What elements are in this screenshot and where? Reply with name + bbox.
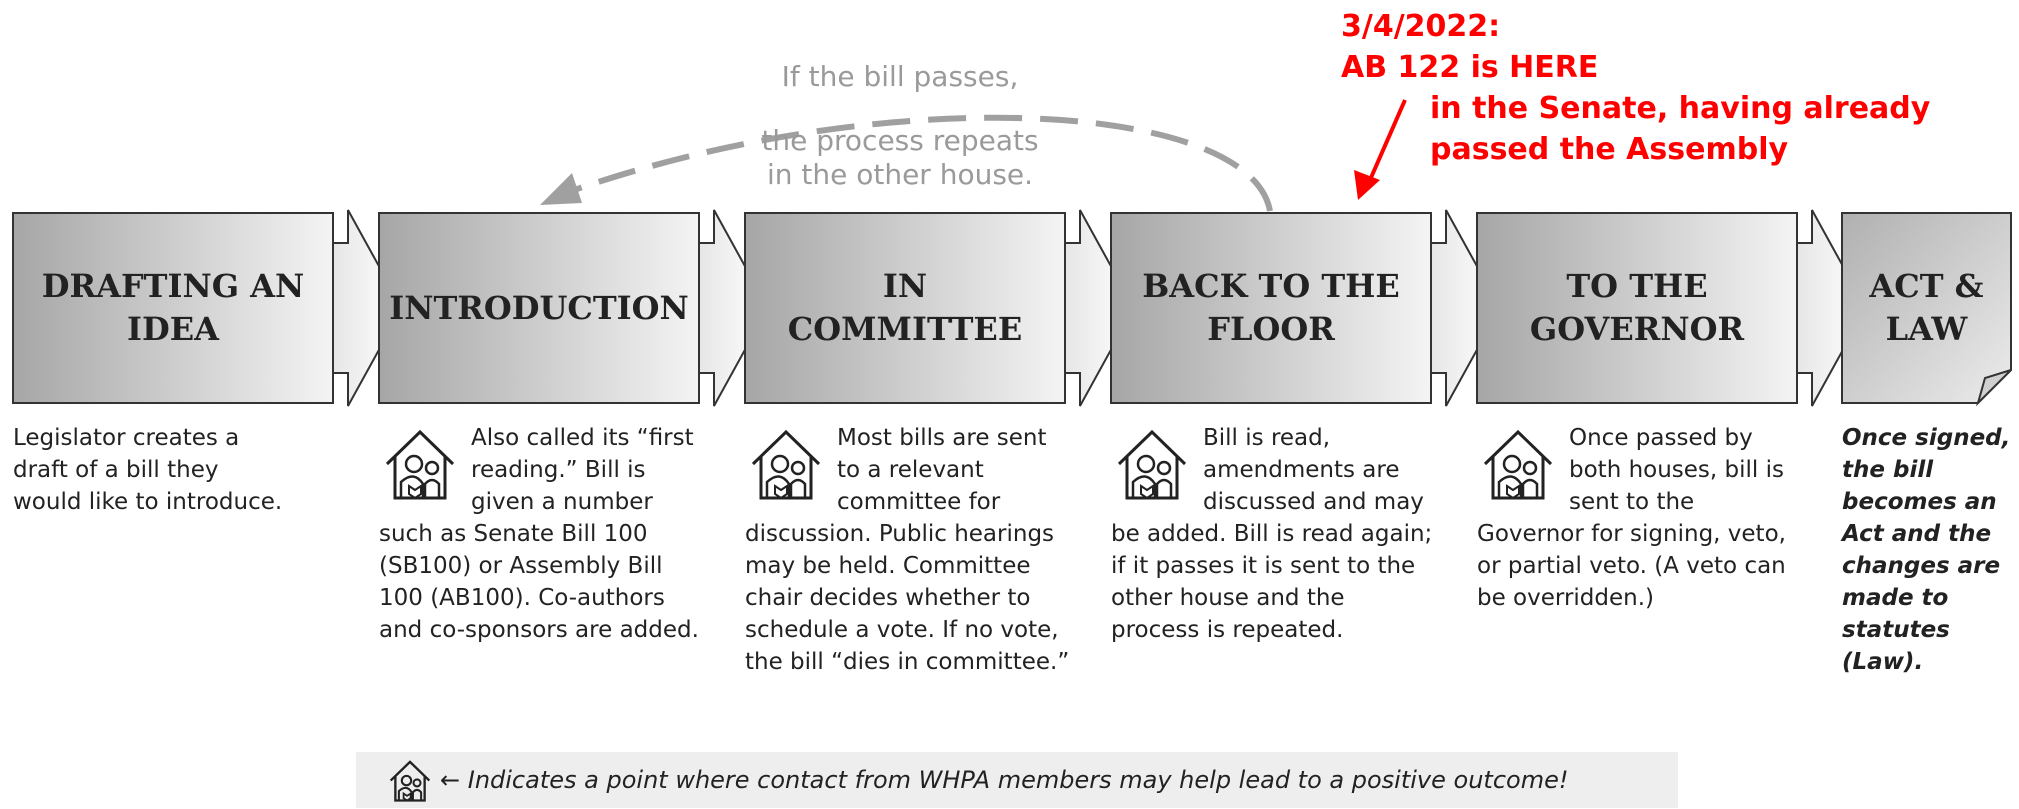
step-description-text: Legislator creates a draft of a bill the… (13, 425, 283, 515)
step-title-drafting: DRAFTING AN IDEA (41, 267, 305, 348)
step-description-text: Once passed by both houses, bill is sent… (1477, 425, 1786, 611)
status-pointer-head (1354, 170, 1380, 200)
step-box-introduction (378, 212, 700, 404)
page-fold (1976, 369, 2012, 407)
step-arrow-3 (1064, 209, 1136, 407)
step-box-drafting (12, 212, 334, 404)
step-title-introduction: INTRODUCTION (389, 288, 689, 327)
contact-point-icon (386, 756, 434, 804)
step-description-drafting: Legislator creates a draft of a bill the… (13, 422, 343, 518)
legend-text: ← Indicates a point where contact from W… (440, 766, 1569, 794)
contact-point-icon (1477, 422, 1559, 504)
step-description-text: Once signed, the bill becomes an Act and… (1842, 425, 2011, 675)
contact-point-icon (745, 422, 827, 504)
contact-point-icon (379, 422, 461, 504)
status-headline: AB 122 is HERE (1341, 50, 1599, 85)
step-title-committee: IN COMMITTEE (787, 267, 1023, 348)
step-description-text: Most bills are sent to a relevant commit… (745, 425, 1070, 675)
step-box-floor (1110, 212, 1432, 404)
step-description-floor: Bill is read, amendments are discussed a… (1111, 422, 1433, 646)
step-arrow-4 (1430, 209, 1502, 407)
step-description-text: Also called its “first reading.” Bill is… (379, 425, 699, 643)
step-arrow-2 (698, 209, 770, 407)
step-description-introduction: Also called its “first reading.” Bill is… (379, 422, 709, 646)
step-description-governor: Once passed by both houses, bill is sent… (1477, 422, 1787, 614)
step-arrow-1 (332, 209, 404, 407)
step-title-law: ACT & LAW (1869, 267, 1984, 348)
contact-point-icon (1111, 422, 1193, 504)
legend-bar: ← Indicates a point where contact from W… (356, 752, 1678, 808)
loop-arrowhead (540, 173, 582, 205)
loop-note-line2: the process repeats in the other house. (761, 124, 1039, 191)
step-arrow-5 (1796, 209, 1868, 407)
step-box-governor (1476, 212, 1798, 404)
step-title-governor: TO THE GOVERNOR (1529, 267, 1745, 348)
step-description-law: Once signed, the bill becomes an Act and… (1842, 422, 2017, 678)
step-box-committee (744, 212, 1066, 404)
status-date: 3/4/2022: (1341, 9, 1501, 44)
step-description-text: Bill is read, amendments are discussed a… (1111, 425, 1433, 643)
step-description-committee: Most bills are sent to a relevant commit… (745, 422, 1075, 678)
status-pointer-line (1368, 99, 1407, 181)
status-detail: in the Senate, having already passed the… (1430, 91, 1931, 167)
loop-note-line1: If the bill passes, (781, 60, 1019, 93)
step-title-floor: BACK TO THE FLOOR (1142, 267, 1400, 348)
